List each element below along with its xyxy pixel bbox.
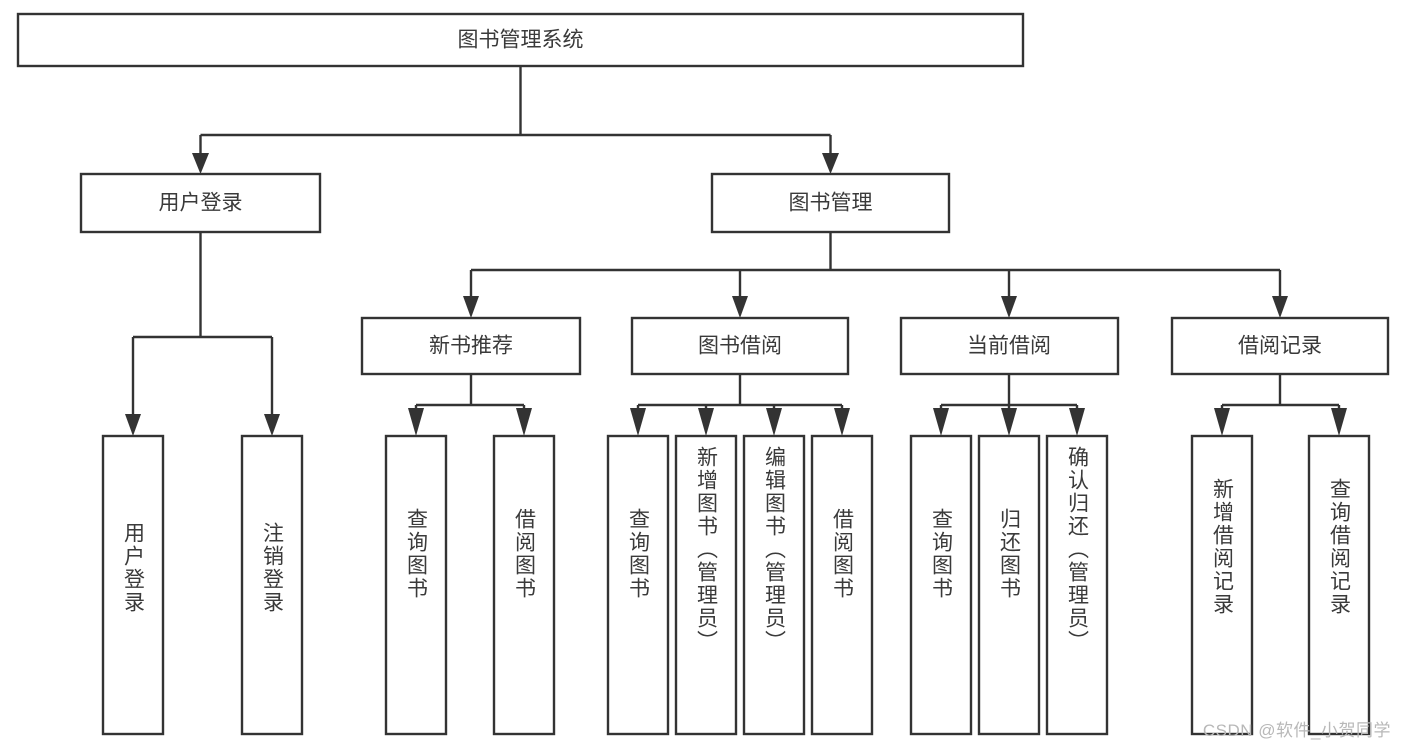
leaf-box-return-book (977, 434, 1041, 736)
node-new-book-recommend[interactable]: 新书推荐 (360, 316, 582, 376)
node-user-login-label: 用户登录 (159, 192, 243, 215)
node-current-borrow-label: 当前借阅 (967, 335, 1051, 358)
node-new-book-recommend-label: 新书推荐 (429, 335, 513, 358)
csdn-watermark: CSDN @软件_小贺同学 (1202, 721, 1391, 740)
leaf-box-query-book-1 (384, 434, 448, 736)
node-root[interactable]: 图书管理系统 (16, 12, 1025, 68)
connectors-bookmgmt-to-level3 (463, 232, 1288, 318)
leaf-box-user-login (101, 434, 165, 736)
connectors-current-to-leaves (933, 374, 1085, 436)
node-borrow-records[interactable]: 借阅记录 (1170, 316, 1390, 376)
node-book-management[interactable]: 图书管理 (710, 172, 951, 234)
leaf-box-query-record (1307, 434, 1371, 736)
leaf-box-confirm-return (1045, 434, 1109, 736)
leaf-box-add-book-admin (674, 434, 738, 736)
leaf-box-query-book-2 (606, 434, 670, 736)
connectors-userlogin-to-leaves (125, 232, 280, 436)
leaf-box-borrow-book-2 (810, 434, 874, 736)
leaf-box-query-book-3 (909, 434, 973, 736)
connectors-borrow-to-leaves (630, 374, 850, 436)
leaf-boxes (101, 434, 1371, 736)
leaf-box-edit-book-admin (742, 434, 806, 736)
node-current-borrow[interactable]: 当前借阅 (899, 316, 1120, 376)
connectors-newbook-to-leaves (408, 374, 532, 436)
node-borrow-records-label: 借阅记录 (1238, 335, 1322, 358)
node-book-borrow-label: 图书借阅 (698, 335, 782, 358)
connectors-root-to-level2 (192, 66, 839, 174)
leaf-box-add-record (1190, 434, 1254, 736)
node-book-management-label: 图书管理 (789, 192, 873, 215)
node-book-borrow[interactable]: 图书借阅 (630, 316, 850, 376)
node-user-login[interactable]: 用户登录 (79, 172, 322, 234)
node-root-label: 图书管理系统 (458, 29, 584, 52)
leaf-box-logout (240, 434, 304, 736)
leaf-box-borrow-book-1 (492, 434, 556, 736)
connectors-records-to-leaves (1214, 374, 1347, 436)
